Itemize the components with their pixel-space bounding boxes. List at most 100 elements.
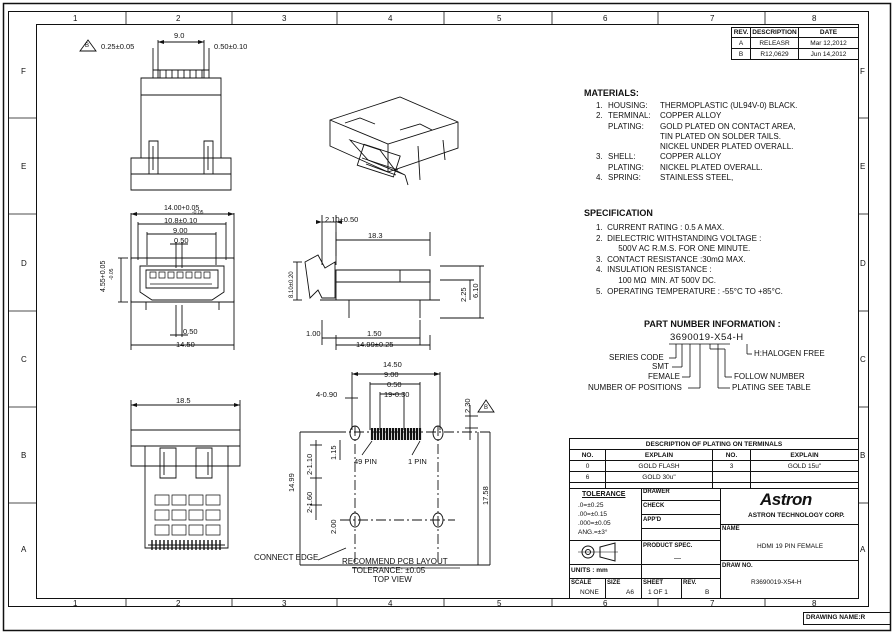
plating-header-explain-1: EXPLAIN [644,451,674,459]
product-spec-value: — [674,555,681,562]
plating-row-1-explain: GOLD FLASH [638,462,680,470]
materials-line: PLATING:NICKEL PLATED OVERALL. [608,162,763,172]
pn-plating-see-table: PLATING SEE TABLE [732,383,811,392]
dim-front-10-8: 10.8±0.10 [164,216,198,225]
size-label: SIZE [607,580,621,586]
materials-line: PLATING:GOLD PLATED ON CONTACT AREA, [608,121,796,131]
dim-side-2-10: 2.10±0.50 [325,215,359,224]
row-label-d: D [21,259,27,268]
specification-title: SPECIFICATION [584,208,653,218]
dim-front-0-5: 0.50 [174,236,189,245]
row-label-e: E [21,162,27,171]
draw-no-label: DRAW NO. [722,563,753,569]
sheet-label: SHEET [643,580,664,586]
connect-edge-label: CONNECT EDGE [254,553,319,562]
row-label-a-right: A [860,545,866,554]
row-label-b-right: B [860,451,866,460]
materials-line: 1.HOUSING:THERMOPLASTIC (UL94V-0) BLACK. [596,101,798,110]
tolerance-line: .00=±0.15 [578,511,608,518]
drawer-label: DRAWER [643,489,670,495]
dim-front-9: 9.00 [173,226,188,235]
company-logo: Astron [760,490,812,509]
rev-header-desc: DESCRIPTION [752,29,797,36]
col-label-6-bottom: 6 [603,599,608,608]
tolerance-line: ANG.=±3° [578,529,608,536]
pn-female: FEMALE [648,372,681,381]
dim-side-8-10: 8.10±0.20 [289,271,295,298]
product-spec-label: PRODUCT SPEC. [643,543,693,549]
specification-list: 1. CURRENT RATING : 0.5 A MAX. 2. DIELEC… [596,223,783,297]
col-label-4: 4 [388,14,393,23]
plating-header-no-2: NO. [725,451,738,459]
dim-pcb-1-15: 1.15 [329,445,338,460]
dim-pcb-14-50: 14.50 [383,360,402,369]
scale-value: NONE [580,589,599,596]
col-label-3-bottom: 3 [282,599,287,608]
spec-line: 100 MΩ MIN. AT 500V DC. [596,275,716,285]
materials-line: NICKEL UNDER PLATED OVERALL. [660,142,794,152]
pn-smt: SMT [652,362,669,371]
dim-pcb-19-0-30: 19-0.30 [384,390,410,399]
size-value: A6 [626,589,634,596]
company-name: ASTRON TECHNOLOGY CORP. [748,512,845,519]
dim-bottom-18-5: 18.5 [176,396,191,405]
name-label: NAME [722,526,740,532]
rev-header-rev: REV. [733,29,749,36]
rev-row-a-rev: A [738,39,744,47]
pcb-pin-49: 49 PIN [354,457,377,466]
dim-front-14: 14.00+0.05 [164,205,200,212]
col-label-1-bottom: 1 [73,599,78,608]
scale-label: SCALE [571,580,592,586]
materials-title: MATERIALS: [584,88,639,98]
row-label-c: C [21,355,27,364]
pcb-caption-2: TOLERANCE: ±0.05 [352,566,426,575]
dim-side-18-3: 18.3 [368,231,383,240]
rev-row-a-desc: RELEASR [759,39,790,47]
dim-pcb-0-50: 0.50 [387,380,402,389]
tolerance-title: TOLERANCE [582,491,626,498]
dim-pcb-2-1-60: 2-1.60 [305,491,314,513]
plating-header-no-1: NO. [581,451,594,459]
rev-flag-b-pcb: B [484,405,489,411]
plating-row-1-explain-2: GOLD 15u" [787,462,822,470]
plating-row-1-no-2: 3 [729,462,734,470]
rev-header-date: DATE [819,29,838,36]
materials-line: 3.SHELL:COPPER ALLOY [596,152,722,162]
pn-halogen-free: H:HALOGEN FREE [754,349,825,358]
rev-value: B [705,589,710,596]
materials-line: TIN PLATED ON SOLDER TAILS. [660,131,781,141]
dim-front-14-tol: -0.05 [192,210,204,216]
pn-series-code: SERIES CODE [609,353,664,362]
pcb-pin-1: 1 PIN [408,457,427,466]
dim-side-1-50: 1.50 [367,329,382,338]
col-label-8-bottom: 8 [812,599,817,608]
spec-line: 5. OPERATING TEMPERATURE : -55°C TO +85°… [596,286,783,296]
part-number-code: 3690019-X54-H [670,332,744,343]
row-label-e-right: E [860,162,866,171]
dim-top-right: 0.50±0.10 [214,42,248,51]
dim-top-width: 9.0 [174,31,185,40]
col-label-6: 6 [603,14,608,23]
materials-line: 2.TERMINAL:COPPER ALLOY [596,111,722,121]
dim-front-14-50: 14.50 [176,340,195,349]
tolerance-line: .0=±0.25 [578,502,604,509]
spec-line: 1. CURRENT RATING : 0.5 A MAX. [596,223,725,232]
dim-pcb-14-99: 14.99 [287,473,296,492]
spec-line: 500V AC R.M.S. FOR ONE MINUTE. [596,244,751,254]
spec-line: 2. DIELECTRIC WITHSTANDING VOLTAGE : [596,233,762,243]
drawing-name-label: DRAWING NAME:R [806,614,866,621]
rev-row-a-date: Mar 12,2012 [810,39,847,47]
dim-side-1-00: 1.00 [306,329,321,338]
dim-pcb-9-00: 9.00 [384,370,399,379]
draw-no-value: R3690019-X54-H [751,579,802,586]
plating-row-2-explain: GOLD 30u" [642,473,676,481]
dim-pcb-2-1-10: 2-1.10 [305,453,314,475]
col-label-3: 3 [282,14,287,23]
col-label-8: 8 [812,14,817,23]
plating-table-title: DESCRIPTION OF PLATING ON TERMINALS [645,440,783,448]
dim-front-4-55-tol: -0.05 [109,268,115,280]
row-label-f-right: F [860,67,865,76]
dim-pcb-2-00: 2.00 [329,519,338,534]
dim-top-left: 0.25±0.05 [101,42,135,51]
